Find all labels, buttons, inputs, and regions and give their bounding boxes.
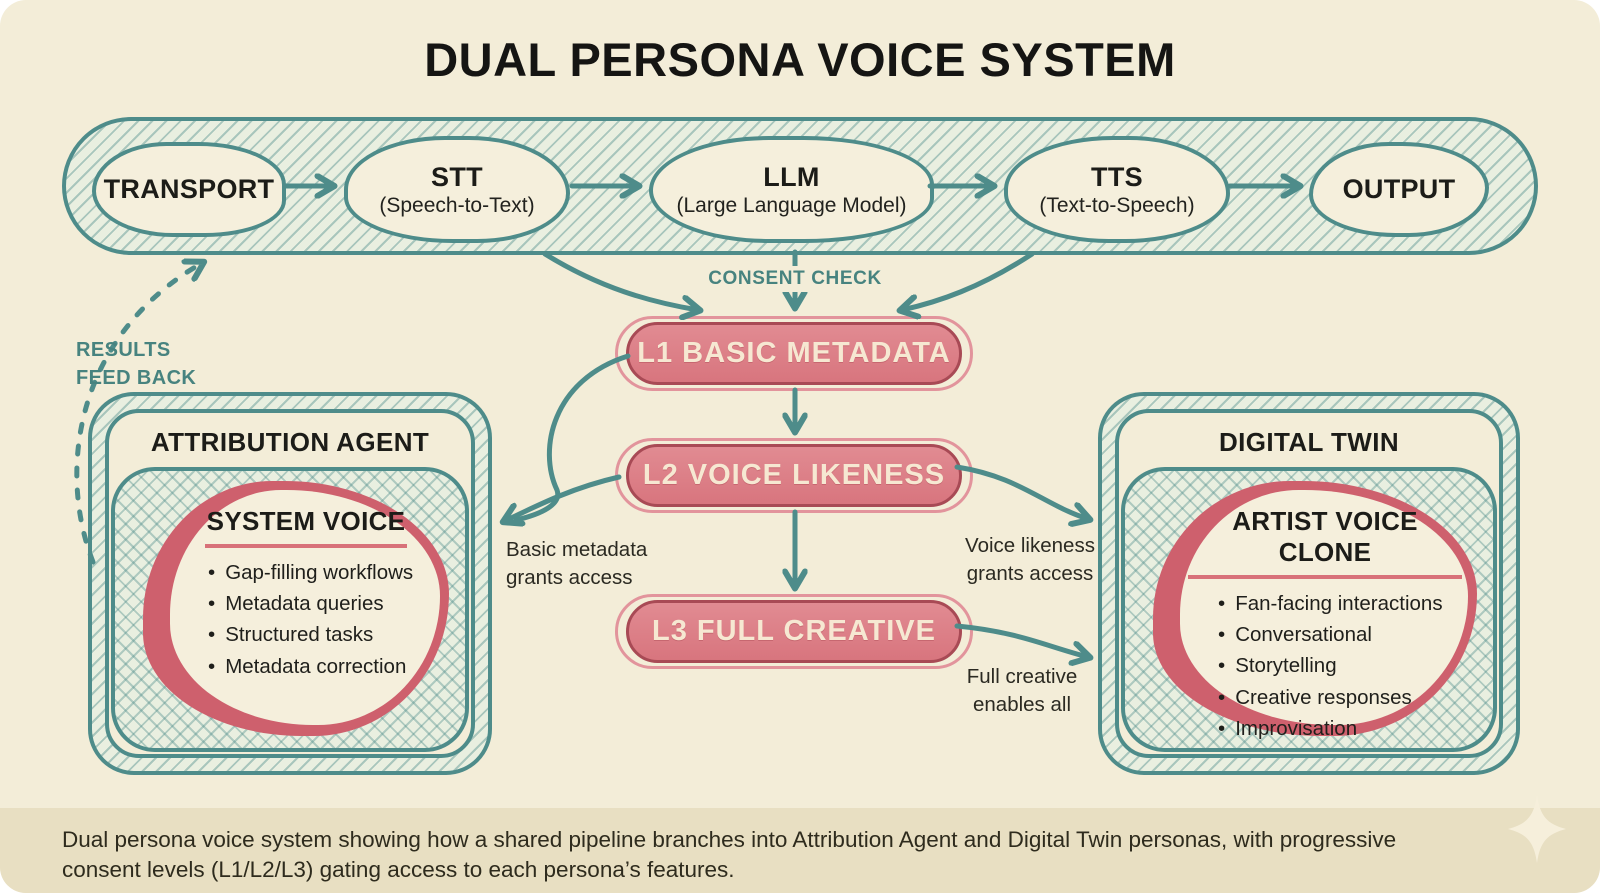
- sparkle-icon: [1508, 795, 1566, 863]
- artist-voice-clone-feature-list: Fan-facing interactions Conversational S…: [1188, 591, 1462, 742]
- results-feedback-line1: RESULTS: [76, 339, 171, 361]
- node-label: TTS: [1091, 161, 1143, 192]
- caption-band: Dual persona voice system showing how a …: [0, 808, 1600, 893]
- arrow-l1-attribution: [513, 353, 631, 523]
- attribution-agent-box: ATTRIBUTION AGENT SYSTEM VOICE Gap-filli…: [88, 392, 492, 775]
- consent-level-l2: L2 VOICE LIKENESS: [615, 438, 973, 513]
- system-voice-blob: SYSTEM VOICE Gap-filling workflows Metad…: [170, 490, 440, 725]
- node-sublabel: (Text-to-Speech): [1039, 193, 1195, 217]
- full-creative-edge-label: Full creative enables all: [942, 663, 1102, 718]
- edge-label-line: grants access: [966, 561, 1094, 585]
- consent-check-label: CONSENT CHECK: [695, 266, 895, 292]
- edge-label-line: enables all: [972, 692, 1071, 716]
- edge-label-line: Full creative: [966, 665, 1078, 688]
- digital-twin-title: DIGITAL TWIN: [1218, 427, 1400, 457]
- basic-metadata-edge-label: Basic metadata grants access: [506, 536, 647, 591]
- arrow-l3-digitaltwin: [954, 623, 1088, 657]
- node-label: TRANSPORT: [103, 174, 275, 204]
- edge-label-line: Voice likeness: [965, 534, 1095, 557]
- attribution-agent-inner: ATTRIBUTION AGENT SYSTEM VOICE Gap-filli…: [105, 409, 475, 758]
- page-title: DUAL PERSONA VOICE SYSTEM: [424, 33, 1176, 86]
- arrow-l2-digitaltwin: [954, 464, 1088, 519]
- caption-text: Dual persona voice system showing how a …: [62, 825, 1492, 885]
- pipeline-node-stt: STT (Speech-to-Text): [344, 136, 570, 243]
- digital-twin-inner: DIGITAL TWIN ARTIST VOICE CLONE Fan-faci…: [1115, 409, 1503, 758]
- edge-label-line: Basic metadata: [506, 538, 648, 561]
- list-item: Conversational: [1218, 622, 1462, 648]
- list-item: Creative responses: [1218, 685, 1462, 711]
- node-sublabel: (Speech-to-Text): [379, 193, 535, 217]
- list-item: Gap-filling workflows: [208, 560, 434, 586]
- artist-voice-clone-container: ARTIST VOICE CLONE Fan-facing interactio…: [1121, 467, 1497, 752]
- caption-line1: Dual persona voice system showing how a …: [62, 827, 1397, 852]
- system-voice-feature-list: Gap-filling workflows Metadata queries S…: [178, 560, 434, 680]
- edge-label-line: grants access: [506, 565, 633, 589]
- node-label: STT: [431, 161, 483, 192]
- system-voice-container: SYSTEM VOICE Gap-filling workflows Metad…: [111, 467, 469, 752]
- list-item: Fan-facing interactions: [1218, 591, 1462, 617]
- results-feedback-line2: FEED BACK: [76, 366, 197, 389]
- voice-likeness-edge-label: Voice likeness grants access: [950, 532, 1110, 587]
- digital-twin-box: DIGITAL TWIN ARTIST VOICE CLONE Fan-faci…: [1098, 392, 1520, 775]
- artist-voice-clone-blob: ARTIST VOICE CLONE Fan-facing interactio…: [1180, 490, 1468, 740]
- arrow-consent-right: [902, 251, 1035, 310]
- list-item: Structured tasks: [208, 622, 434, 648]
- arrow-l2-attribution: [505, 474, 622, 521]
- list-item: Metadata correction: [208, 654, 434, 680]
- pipeline-node-output: OUTPUT: [1309, 142, 1489, 237]
- system-voice-title: SYSTEM VOICE: [204, 506, 408, 548]
- node-label: LLM: [763, 161, 820, 192]
- system-voice-blob-ring: SYSTEM VOICE Gap-filling workflows Metad…: [143, 481, 449, 736]
- consent-level-l1: L1 BASIC METADATA: [615, 316, 973, 391]
- pipeline-node-tts: TTS (Text-to-Speech): [1004, 136, 1230, 243]
- pipeline-node-llm: LLM (Large Language Model): [649, 136, 934, 243]
- pipeline-band: TRANSPORT STT (Speech-to-Text) LLM (Larg…: [62, 117, 1538, 255]
- attribution-agent-title: ATTRIBUTION AGENT: [150, 427, 430, 457]
- consent-level-l3: L3 FULL CREATIVE: [615, 594, 973, 669]
- list-item: Metadata queries: [208, 591, 434, 617]
- node-label: OUTPUT: [1342, 174, 1456, 204]
- artist-voice-clone-blob-ring: ARTIST VOICE CLONE Fan-facing interactio…: [1153, 481, 1477, 740]
- caption-line2: consent levels (L1/L2/L3) gating access …: [62, 856, 735, 882]
- list-item: Improvisation: [1218, 716, 1462, 742]
- results-feedback-label: RESULTS FEED BACK: [76, 337, 196, 392]
- pipeline-node-transport: TRANSPORT: [92, 142, 286, 237]
- list-item: Storytelling: [1218, 653, 1462, 679]
- node-sublabel: (Large Language Model): [676, 193, 907, 217]
- arrow-consent-left: [542, 251, 698, 310]
- artist-voice-clone-title: ARTIST VOICE CLONE: [1188, 506, 1462, 579]
